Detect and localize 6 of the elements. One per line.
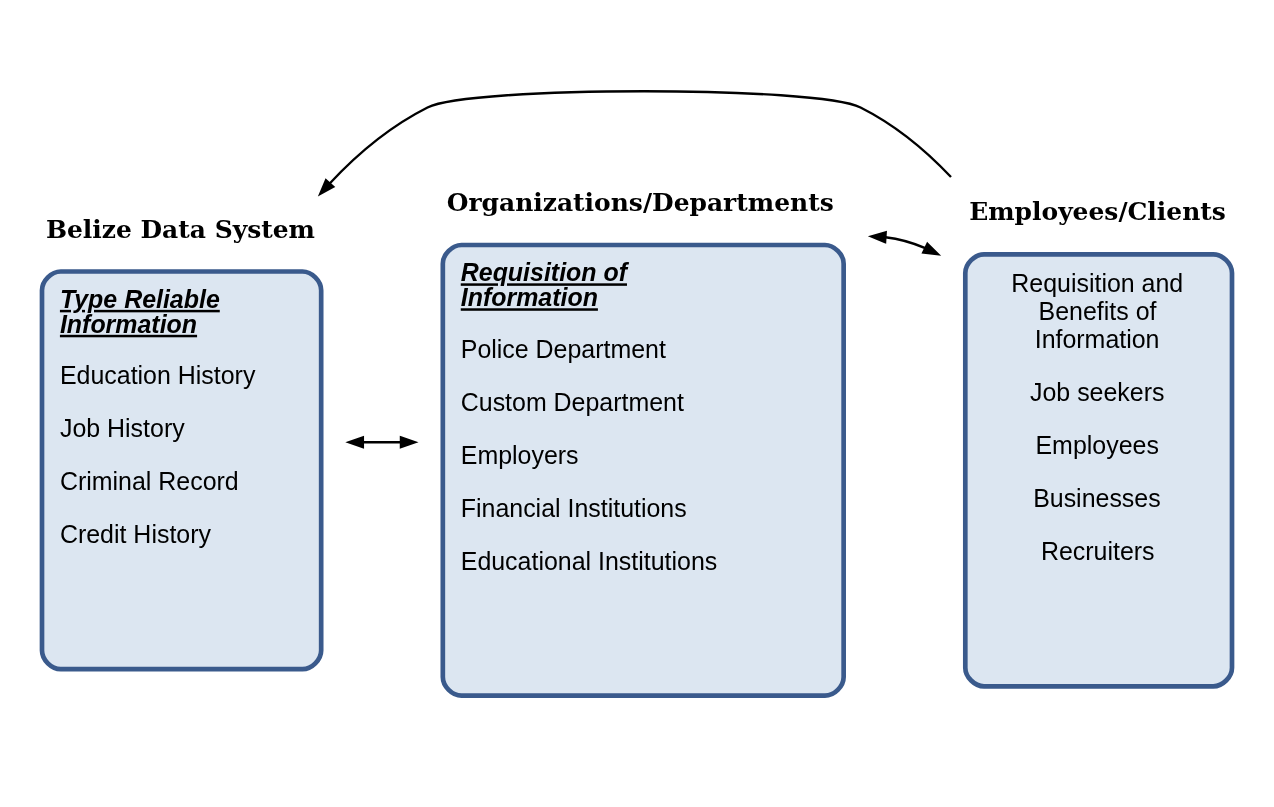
- arrow: [317, 89, 952, 197]
- arrow: [345, 435, 419, 449]
- node-label: Belize Data System: [45, 214, 315, 244]
- arrow: [867, 230, 942, 256]
- node-label: Employees/Clients: [969, 196, 1226, 226]
- node-label: Organizations/Departments: [446, 187, 834, 217]
